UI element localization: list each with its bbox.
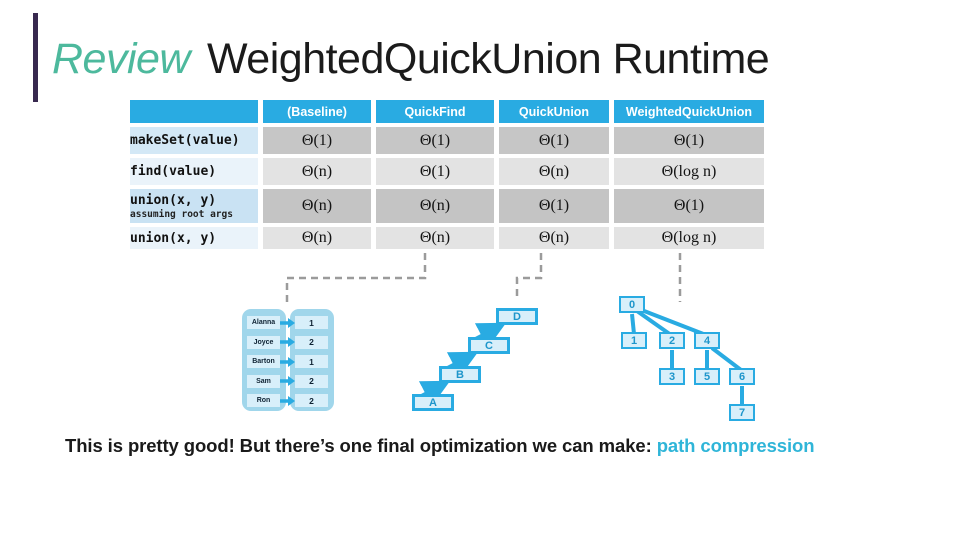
theta-value: Θ(1)	[376, 158, 494, 185]
title-main-label: WeightedQuickUnion Runtime	[207, 35, 770, 83]
theta-value: Θ(log n)	[614, 158, 764, 185]
theta-value: Θ(n)	[499, 158, 609, 185]
right-arrow-icon	[280, 395, 295, 407]
tree-node-5: 5	[694, 368, 720, 385]
row-label-text: union(x, y)	[130, 192, 217, 208]
right-arrow-icon	[280, 336, 295, 348]
path-compression-highlight: path compression	[656, 435, 815, 456]
theta-value: Θ(n)	[263, 158, 371, 185]
tree-node-3: 3	[659, 368, 685, 385]
map-key-box: Ron	[247, 394, 280, 407]
tree-edge	[710, 346, 743, 372]
map-entry: Joyce 2	[247, 335, 328, 350]
map-key-box: Joyce	[247, 335, 280, 349]
column-header-quickunion: QuickUnion	[499, 100, 609, 123]
weighted-tree-diagram: 0 1 2 4 3 5 6 7	[610, 290, 770, 430]
column-header-weightedquickunion: WeightedQuickUnion	[614, 100, 764, 123]
theta-value: Θ(n)	[499, 227, 609, 249]
theta-value: Θ(n)	[376, 189, 494, 223]
tree-node-1: 1	[621, 332, 647, 349]
row-label-find: find(value)	[130, 158, 258, 185]
table-row-makeset: makeSet(value) Θ(1) Θ(1) Θ(1) Θ(1)	[130, 127, 764, 154]
chain-node-b: B	[439, 366, 481, 383]
column-header-baseline: (Baseline)	[263, 100, 371, 123]
chain-node-d: D	[496, 308, 538, 325]
table-row-union-rootargs: union(x, y) assuming root args Θ(n) Θ(n)…	[130, 189, 764, 223]
right-arrow-icon	[280, 356, 295, 368]
row-sublabel-text: assuming root args	[130, 208, 233, 220]
tree-node-4: 4	[694, 332, 720, 349]
page-title: Review WeightedQuickUnion Runtime	[52, 35, 770, 83]
connector-quickfind	[285, 253, 427, 305]
theta-value: Θ(1)	[614, 189, 764, 223]
table-row-find: find(value) Θ(n) Θ(1) Θ(n) Θ(log n)	[130, 158, 764, 185]
table-row-union: union(x, y) Θ(n) Θ(n) Θ(n) Θ(log n)	[130, 227, 764, 249]
connector-quickunion	[515, 253, 543, 300]
row-label-makeset: makeSet(value)	[130, 127, 258, 154]
tree-edge	[635, 309, 673, 337]
right-arrow-icon	[280, 375, 295, 387]
theta-value: Θ(n)	[263, 227, 371, 249]
map-value-box: 2	[295, 394, 328, 407]
tree-edge	[630, 313, 636, 335]
theta-value: Θ(log n)	[614, 227, 764, 249]
chain-node-a: A	[412, 394, 454, 411]
runtime-table: (Baseline) QuickFind QuickUnion Weighted…	[125, 96, 769, 253]
map-value-box: 1	[295, 355, 328, 368]
row-label-union: union(x, y)	[130, 227, 258, 249]
theta-value: Θ(1)	[263, 127, 371, 154]
theta-value: Θ(1)	[499, 127, 609, 154]
theta-value: Θ(1)	[376, 127, 494, 154]
tree-node-2: 2	[659, 332, 685, 349]
tree-edge	[638, 307, 707, 337]
row-label-union-rootargs: union(x, y) assuming root args	[130, 189, 258, 223]
theta-value: Θ(1)	[499, 189, 609, 223]
map-key-box: Barton	[247, 355, 280, 368]
theta-value: Θ(n)	[376, 227, 494, 249]
table-header-row: (Baseline) QuickFind QuickUnion Weighted…	[130, 100, 764, 123]
tree-edges	[630, 307, 744, 406]
theta-value: Θ(1)	[614, 127, 764, 154]
right-arrow-icon	[280, 317, 295, 329]
corner-cell	[130, 100, 258, 123]
quickfind-map-diagram: Alanna 1 Joyce 2 Barton 1 Sam 2 Ron 2	[247, 315, 328, 408]
tree-node-0: 0	[619, 296, 645, 313]
map-value-box: 2	[295, 374, 328, 388]
column-header-quickfind: QuickFind	[376, 100, 494, 123]
tree-node-7: 7	[729, 404, 755, 421]
footer-text: This is pretty good! But there’s one fin…	[65, 435, 815, 457]
chain-node-c: C	[468, 337, 510, 354]
review-label: Review	[52, 35, 191, 83]
tree-node-6: 6	[729, 368, 755, 385]
map-entry: Alanna 1	[247, 315, 328, 330]
map-key-box: Alanna	[247, 316, 280, 329]
dashed-connector-lines	[285, 253, 682, 305]
map-entry: Barton 1	[247, 354, 328, 369]
map-entry: Ron 2	[247, 393, 328, 408]
map-value-box: 1	[295, 316, 328, 329]
map-key-box: Sam	[247, 374, 280, 388]
footer-main-text: This is pretty good! But there’s one fin…	[65, 435, 657, 456]
title-accent-bar	[33, 13, 38, 102]
map-value-box: 2	[295, 335, 328, 349]
map-entry: Sam 2	[247, 374, 328, 389]
theta-value: Θ(n)	[263, 189, 371, 223]
